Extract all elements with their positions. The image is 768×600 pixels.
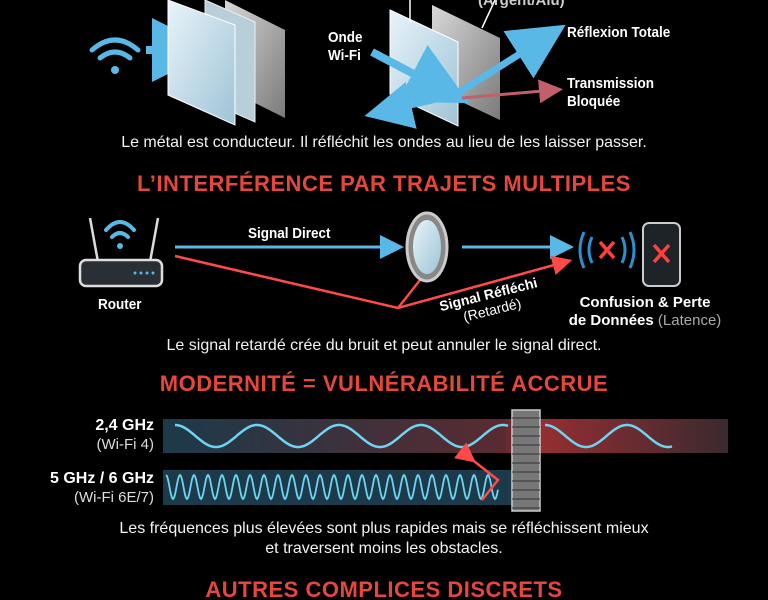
- reflection-caption: Le métal est conducteur. Il réfléchit le…: [121, 134, 647, 151]
- router-label: Router: [98, 296, 142, 313]
- frequency-caption: Les fréquences plus élevées sont plus ra…: [0, 519, 768, 559]
- mirror-icon: [405, 211, 449, 283]
- result-line1: Confusion & Perte: [579, 294, 711, 311]
- glass-pane-icon: [167, 0, 285, 126]
- incoming-wave-arrow: [370, 45, 470, 104]
- wave-2-4ghz: [175, 423, 673, 449]
- result-line2: de Données: [568, 312, 654, 329]
- direct-signal-label: Signal Direct: [248, 225, 331, 242]
- band-2-4ghz: [163, 419, 728, 453]
- band2-label: 5 GHz / 6 GHz (Wi-Fi 6E/7): [10, 469, 154, 507]
- router-icon: [78, 217, 164, 288]
- interference-icon: [578, 231, 636, 269]
- band2-freq: 5 GHz / 6 GHz: [49, 470, 154, 487]
- bounce-arrow: [453, 442, 500, 501]
- blocked-arrow: [461, 79, 563, 104]
- brick-wall-icon: [511, 409, 541, 512]
- frequency-heading: MODERNITÉ = VULNÉRABILITÉ ACCRUE: [159, 371, 609, 396]
- band1-std: (Wi-Fi 4): [96, 436, 154, 453]
- wave-label-line1: Onde: [328, 29, 363, 46]
- reflection-label: Réflexion Totale: [567, 24, 671, 41]
- wifi-icon: [89, 37, 141, 74]
- blocked-label-line1: Transmission: [567, 75, 655, 92]
- wave-label-line2: Wi-Fi: [328, 47, 361, 64]
- blocked-label-line2: Bloquée: [567, 93, 621, 110]
- multipath-heading: L’INTERFÉRENCE PAR TRAJETS MULTIPLES: [137, 171, 631, 196]
- band1-label: 2,4 GHz (Wi-Fi 4): [20, 416, 154, 454]
- scatter-arrow: [364, 81, 453, 129]
- metal-label: (Argent/Alu): [478, 0, 565, 9]
- result-latence: (Latence): [657, 312, 722, 329]
- band2-std: (Wi-Fi 6E/7): [74, 489, 154, 506]
- multipath-caption: Le signal retardé crée du bruit et peut …: [166, 337, 602, 354]
- reflected-signal-path: [174, 254, 573, 310]
- wave-5-6ghz: [165, 473, 499, 501]
- next-heading: AUTRES COMPLICES DISCRETS: [205, 577, 563, 600]
- band1-freq: 2,4 GHz: [95, 417, 154, 434]
- frequency-caption-line1: Les fréquences plus élevées sont plus ra…: [119, 520, 649, 537]
- phone-icon: [642, 222, 681, 287]
- frequency-caption-line2: et traversent moins les obstacles.: [265, 540, 503, 557]
- reflection-arrow: [453, 24, 566, 98]
